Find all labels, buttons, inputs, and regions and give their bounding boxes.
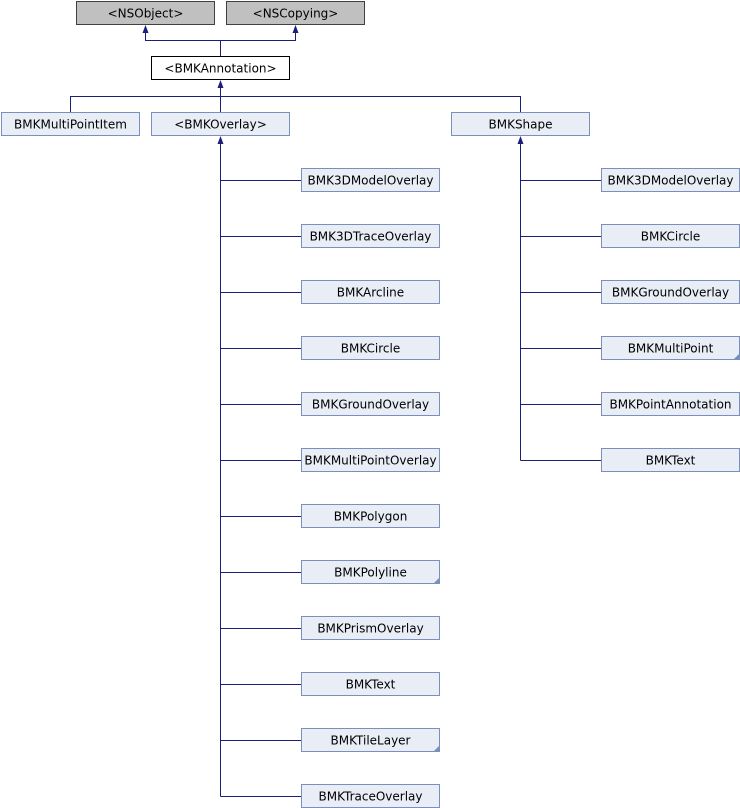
node-overlay-bmktrace-overlay-label: BMKTraceOverlay <box>318 790 422 804</box>
node-nscopying-label: <NSCopying> <box>253 7 339 21</box>
node-overlay-bmkcircle-box <box>301 336 440 360</box>
node-overlay-bmk3-dtrace-overlay-box <box>301 224 440 248</box>
node-bmk-overlay[interactable]: <BMKOverlay> <box>151 112 290 136</box>
node-overlay-bmktext[interactable]: BMKText <box>301 672 440 696</box>
node-overlay-bmkprism-overlay[interactable]: BMKPrismOverlay <box>301 616 440 640</box>
node-overlay-bmkcircle[interactable]: BMKCircle <box>301 336 440 360</box>
node-shape-bmkground-overlay[interactable]: BMKGroundOverlay <box>601 280 740 304</box>
node-overlay-bmkarcline[interactable]: BMKArcline <box>301 280 440 304</box>
node-overlay-bmktrace-overlay[interactable]: BMKTraceOverlay <box>301 784 440 808</box>
node-bmk-annotation-label: <BMKAnnotation> <box>164 62 276 76</box>
node-bmk-shape-box <box>451 112 590 136</box>
node-nscopying-box <box>226 1 365 25</box>
node-bmk-shape[interactable]: BMKShape <box>451 112 590 136</box>
node-overlay-bmk3-dtrace-overlay-label: BMK3DTraceOverlay <box>310 230 432 244</box>
arrowhead-annotation <box>217 80 224 88</box>
node-overlay-bmktext-label: BMKText <box>346 678 396 692</box>
node-overlay-bmkground-overlay-label: BMKGroundOverlay <box>312 398 429 412</box>
node-overlay-bmktile-layer-label: BMKTileLayer <box>331 734 411 748</box>
node-bmk-multi-point-item[interactable]: BMKMultiPointItem <box>1 112 140 136</box>
node-nsobject-box <box>76 1 215 25</box>
node-bmk-annotation-box <box>151 56 290 80</box>
node-overlay-bmktile-layer-box <box>301 728 440 752</box>
node-shape-bmkcircle-label: BMKCircle <box>641 230 701 244</box>
edges <box>70 25 601 797</box>
node-overlay-bmk3-dmodel-overlay[interactable]: BMK3DModelOverlay <box>301 168 440 192</box>
node-overlay-bmkpolyline[interactable]: BMKPolyline <box>301 560 440 584</box>
node-bmk-multi-point-item-label: BMKMultiPointItem <box>14 118 127 132</box>
node-bmk-overlay-label: <BMKOverlay> <box>174 118 267 132</box>
node-bmk-overlay-box <box>151 112 290 136</box>
node-overlay-bmkpolyline-box <box>301 560 440 584</box>
node-shape-bmkpoint-annotation-label: BMKPointAnnotation <box>609 398 731 412</box>
more-subclasses-icon <box>433 577 440 584</box>
node-shape-bmktext[interactable]: BMKText <box>601 448 740 472</box>
node-overlay-bmk3-dmodel-overlay-box <box>301 168 440 192</box>
node-overlay-bmkmulti-point-overlay-box <box>301 448 440 472</box>
edge-annotation-nscopying <box>220 32 296 41</box>
node-bmk-annotation[interactable]: <BMKAnnotation> <box>151 56 290 80</box>
node-shape-bmkground-overlay-label: BMKGroundOverlay <box>612 286 729 300</box>
arrowhead-overlay <box>217 136 224 144</box>
node-nsobject-label: <NSObject> <box>108 7 184 21</box>
node-shape-bmktext-label: BMKText <box>646 454 696 468</box>
arrowhead-nscopying <box>292 25 299 33</box>
node-overlay-bmkmulti-point-overlay-label: BMKMultiPointOverlay <box>304 454 436 468</box>
node-nscopying[interactable]: <NSCopying> <box>226 1 365 25</box>
node-bmk-shape-label: BMKShape <box>488 118 552 132</box>
node-overlay-bmkarcline-label: BMKArcline <box>337 286 404 300</box>
node-shape-bmkmulti-point-label: BMKMultiPoint <box>628 342 714 356</box>
node-overlay-bmkmulti-point-overlay[interactable]: BMKMultiPointOverlay <box>301 448 440 472</box>
node-overlay-bmkground-overlay[interactable]: BMKGroundOverlay <box>301 392 440 416</box>
node-overlay-bmkcircle-label: BMKCircle <box>341 342 401 356</box>
arrowhead-nsobject <box>142 25 149 33</box>
node-overlay-bmk3-dtrace-overlay[interactable]: BMK3DTraceOverlay <box>301 224 440 248</box>
node-overlay-bmkpolyline-label: BMKPolyline <box>334 566 407 580</box>
node-overlay-bmktile-layer[interactable]: BMKTileLayer <box>301 728 440 752</box>
node-nsobject[interactable]: <NSObject> <box>76 1 215 25</box>
node-overlay-bmkprism-overlay-label: BMKPrismOverlay <box>317 622 423 636</box>
node-overlay-bmkarcline-box <box>301 280 440 304</box>
node-shape-bmkmulti-point[interactable]: BMKMultiPoint <box>601 336 740 360</box>
more-subclasses-icon <box>433 745 440 752</box>
edge-row2-bus <box>70 96 521 112</box>
more-subclasses-icon <box>733 353 740 360</box>
node-overlay-bmkpolygon-label: BMKPolygon <box>334 510 408 524</box>
node-overlay-bmkprism-overlay-box <box>301 616 440 640</box>
node-bmk-multi-point-item-box <box>1 112 140 136</box>
node-overlay-bmkpolygon-box <box>301 504 440 528</box>
edge-annotation-nsobject <box>145 32 221 56</box>
node-overlay-bmkpolygon[interactable]: BMKPolygon <box>301 504 440 528</box>
node-overlay-bmkground-overlay-box <box>301 392 440 416</box>
node-overlay-bmk3-dmodel-overlay-label: BMK3DModelOverlay <box>307 174 433 188</box>
node-shape-bmk3-dmodel-overlay[interactable]: BMK3DModelOverlay <box>601 168 740 192</box>
arrowhead-shape <box>517 136 524 144</box>
node-overlay-bmktext-box <box>301 672 440 696</box>
node-shape-bmkpoint-annotation[interactable]: BMKPointAnnotation <box>601 392 740 416</box>
node-shape-bmkcircle[interactable]: BMKCircle <box>601 224 740 248</box>
node-shape-bmk3-dmodel-overlay-label: BMK3DModelOverlay <box>607 174 733 188</box>
